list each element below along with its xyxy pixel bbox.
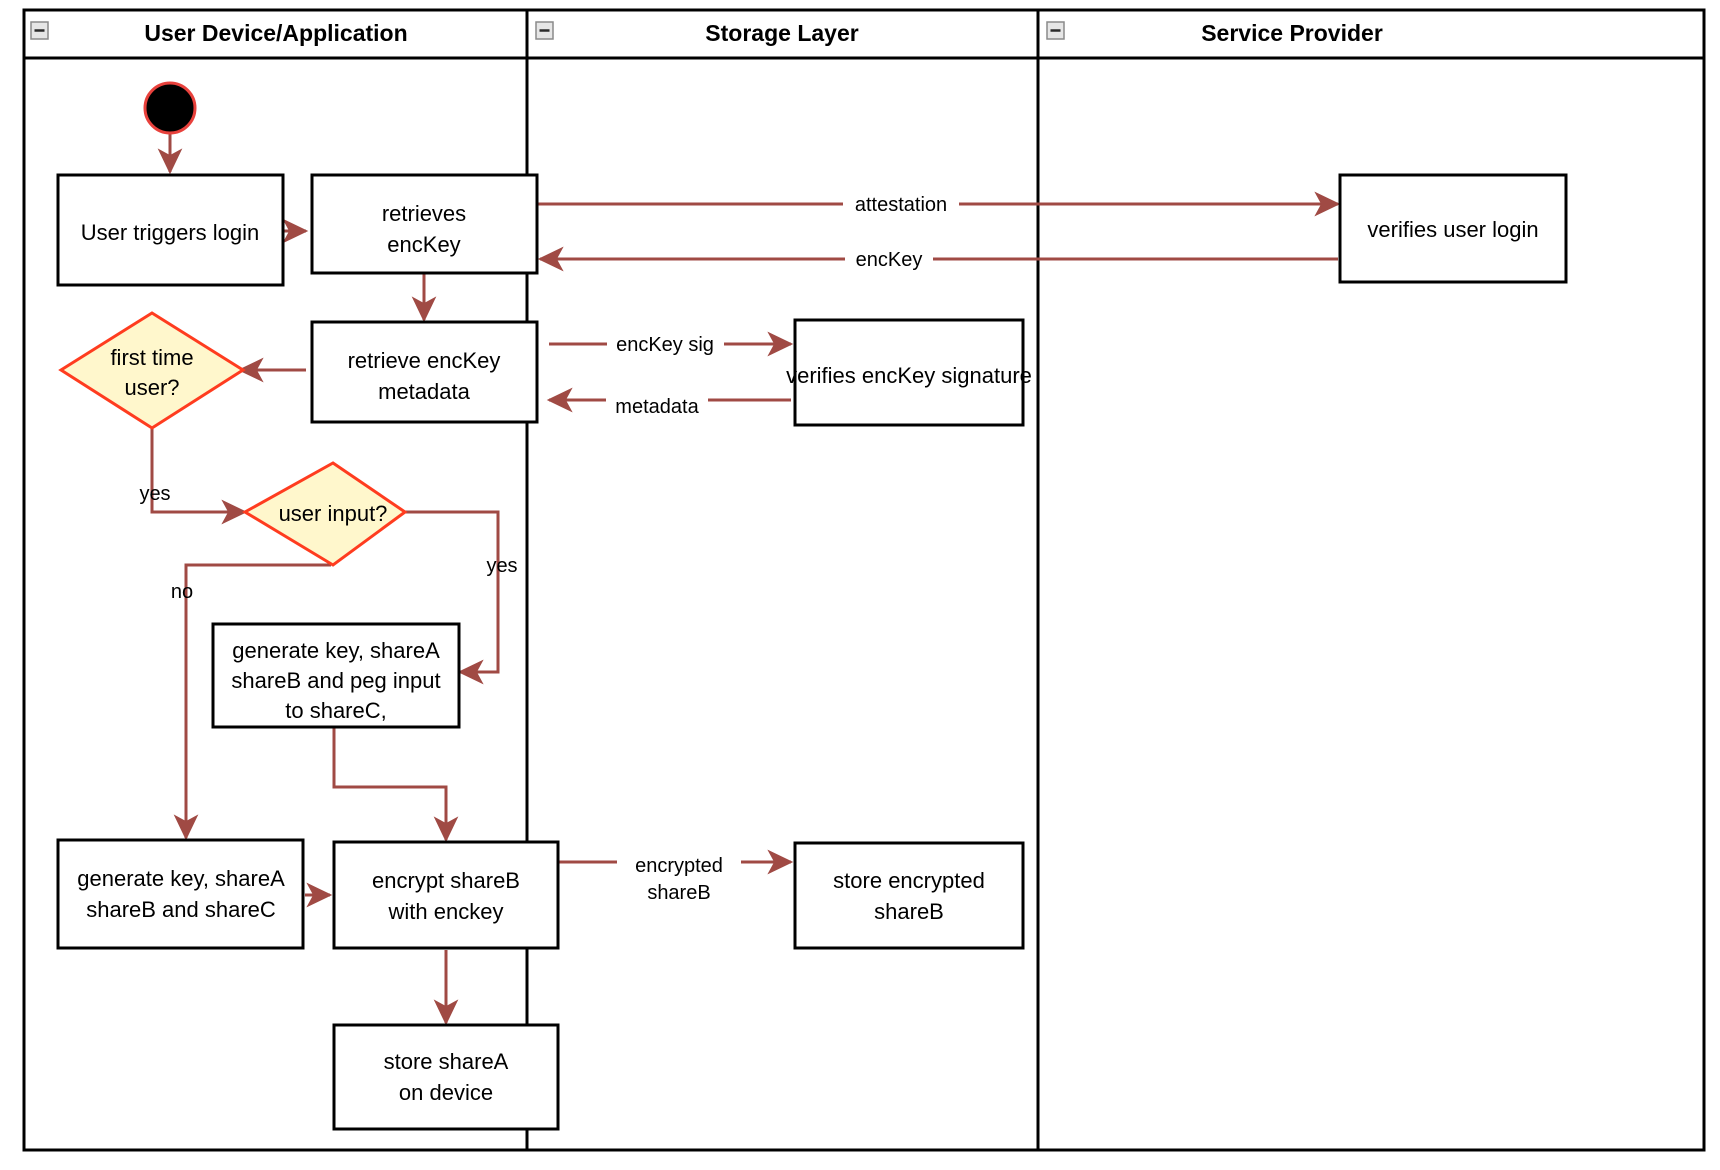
edge-label-text: encKey bbox=[856, 249, 923, 271]
action-label: verifies user login bbox=[1367, 217, 1538, 242]
edge-label-enckey-sig: encKey sig bbox=[607, 330, 724, 358]
action-label: generate key, shareA bbox=[77, 866, 285, 891]
action-verifies-enckey-signature[interactable]: verifies encKey signature bbox=[786, 318, 1032, 427]
branch-label-yes-user-input: yes bbox=[486, 555, 517, 577]
action-label: verifies encKey signature bbox=[786, 363, 1032, 388]
action-label: store encrypted bbox=[833, 868, 985, 893]
edge-label-encrypted-shareb: encrypted shareB bbox=[617, 843, 741, 904]
decision-first-time-user[interactable]: first time user? bbox=[58, 311, 246, 430]
edge-label-text: encKey sig bbox=[616, 334, 714, 356]
action-label: generate key, shareA bbox=[232, 638, 440, 663]
action-label: shareB bbox=[874, 899, 944, 924]
action-encrypt-shareb[interactable]: encrypt shareB with enckey bbox=[332, 840, 560, 950]
action-label: encKey bbox=[387, 232, 460, 257]
decision-label: user? bbox=[124, 375, 179, 400]
collapse-minus-icon[interactable] bbox=[30, 21, 49, 40]
action-user-triggers-login[interactable]: User triggers login bbox=[56, 173, 285, 287]
edge-genpeg-to-encrypt bbox=[332, 727, 459, 843]
edge-label-attestation: attestation bbox=[843, 190, 959, 218]
collapse-minus-icon[interactable] bbox=[1046, 21, 1065, 40]
edge-label-text: metadata bbox=[615, 396, 699, 418]
action-generate-key-sharec[interactable]: generate key, shareA shareB and shareC bbox=[56, 838, 305, 950]
action-label: to shareC, bbox=[285, 698, 387, 723]
lane-header-service-provider[interactable]: Service Provider bbox=[1046, 20, 1383, 46]
action-label: metadata bbox=[378, 379, 470, 404]
action-retrieve-enckey-metadata[interactable]: retrieve encKey metadata bbox=[310, 320, 539, 424]
edge-user-input-yes bbox=[404, 510, 500, 685]
edge-label-enckey: encKey bbox=[845, 245, 933, 273]
decision-label: user input? bbox=[279, 501, 388, 526]
action-label: retrieve encKey bbox=[348, 348, 501, 373]
action-store-encrypted-shareb[interactable]: store encrypted shareB bbox=[793, 841, 1025, 950]
action-verifies-user-login[interactable]: verifies user login bbox=[1338, 173, 1568, 284]
action-label: store shareA bbox=[384, 1049, 509, 1074]
action-store-sharea[interactable]: store shareA on device bbox=[332, 1023, 560, 1131]
action-label: shareB and peg input bbox=[231, 668, 440, 693]
edge-label-text: attestation bbox=[855, 194, 947, 216]
lane-header-user-device[interactable]: User Device/Application bbox=[30, 20, 408, 46]
collapse-minus-icon[interactable] bbox=[535, 21, 554, 40]
branch-label-no-user-input: no bbox=[171, 581, 193, 603]
action-label: on device bbox=[399, 1080, 493, 1105]
edge-label-text: shareB bbox=[647, 882, 710, 904]
lane-title-service-provider: Service Provider bbox=[1201, 20, 1383, 46]
decision-label: first time bbox=[110, 345, 193, 370]
edge-label-metadata: metadata bbox=[606, 392, 708, 420]
action-label: User triggers login bbox=[81, 220, 260, 245]
edge-label-text: encrypted bbox=[635, 855, 723, 877]
initial-node[interactable] bbox=[143, 81, 197, 135]
action-label: retrieves bbox=[382, 201, 466, 226]
edge-user-input-no bbox=[173, 563, 331, 841]
lane-header-storage[interactable]: Storage Layer bbox=[535, 20, 859, 46]
lane-title-storage: Storage Layer bbox=[705, 20, 858, 46]
lane-title-user-device: User Device/Application bbox=[144, 20, 407, 46]
action-generate-key-peg[interactable]: generate key, shareA shareB and peg inpu… bbox=[211, 622, 461, 729]
action-label: with enckey bbox=[388, 899, 504, 924]
action-retrieves-enckey[interactable]: retrieves encKey bbox=[310, 173, 539, 275]
branch-label-yes-first-time: yes bbox=[139, 483, 170, 505]
decision-user-input[interactable]: user input? bbox=[242, 461, 408, 567]
action-label: shareB and shareC bbox=[86, 897, 276, 922]
action-label: encrypt shareB bbox=[372, 868, 520, 893]
edge-first-time-yes bbox=[150, 410, 248, 525]
